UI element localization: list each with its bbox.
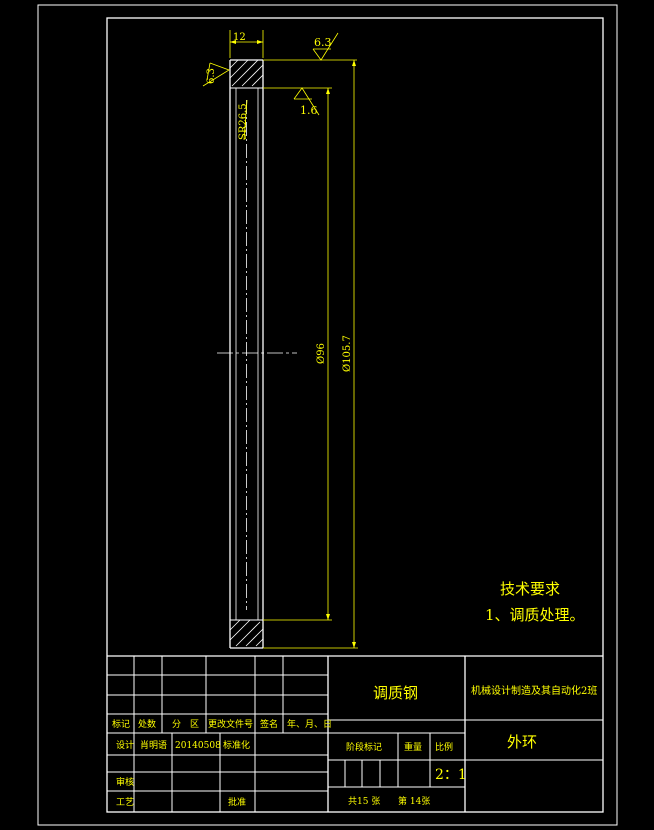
inner-frame (106, 17, 604, 813)
tb-part-name: 外环 (507, 733, 537, 751)
tb-change-doc: 更改文件号 (208, 718, 253, 730)
tb-sheet-no: 第 14张 (398, 795, 430, 807)
dim-roughness-top: 6.3 (314, 36, 332, 49)
tb-approve: 批准 (228, 796, 246, 808)
tb-material: 调质钢 (373, 684, 418, 702)
tb-scale-label: 比例 (435, 741, 453, 753)
hatch-bottom (229, 619, 264, 647)
dim-roughness-side: 6.3 (206, 68, 217, 84)
title-block (107, 655, 603, 812)
dim-outer-dia: Ø105.7 (342, 335, 353, 372)
tb-scale: 2：1 (435, 767, 467, 783)
tb-standardize: 标准化 (223, 739, 250, 751)
hatch-top (229, 59, 264, 87)
tb-weight: 重量 (404, 741, 422, 753)
outer-frame (37, 4, 618, 826)
dim-roughness-inner: 1.6 (300, 104, 318, 117)
tb-designer: 肖明语 (140, 739, 167, 751)
dimensions (202, 30, 358, 649)
dim-sphere-radius: SR26.5 (238, 103, 249, 140)
tb-stage-mark: 阶段标记 (346, 741, 382, 753)
tech-req-item-1: 1、调质处理。 (485, 606, 585, 624)
tb-count: 处数 (138, 718, 156, 730)
tb-design-date: 20140508 (175, 741, 221, 751)
tech-req-title: 技术要求 (500, 580, 560, 598)
tb-sheets-total: 共15 张 (348, 796, 380, 807)
tb-design-label: 设计 (116, 739, 134, 751)
tb-mark: 标记 (112, 718, 130, 730)
tb-date: 年、月、日 (287, 718, 332, 730)
tb-institution: 机械设计制造及其自动化2班 (471, 684, 597, 697)
tb-zone: 分 区 (172, 719, 199, 730)
ring-section (217, 59, 297, 649)
dim-width: 12 (233, 32, 246, 43)
tb-process: 工艺 (116, 797, 134, 808)
tb-signature: 签名 (260, 718, 278, 730)
dim-inner-dia: Ø96 (316, 343, 327, 364)
dim-arrows (230, 40, 356, 648)
tb-review: 审核 (116, 776, 134, 788)
